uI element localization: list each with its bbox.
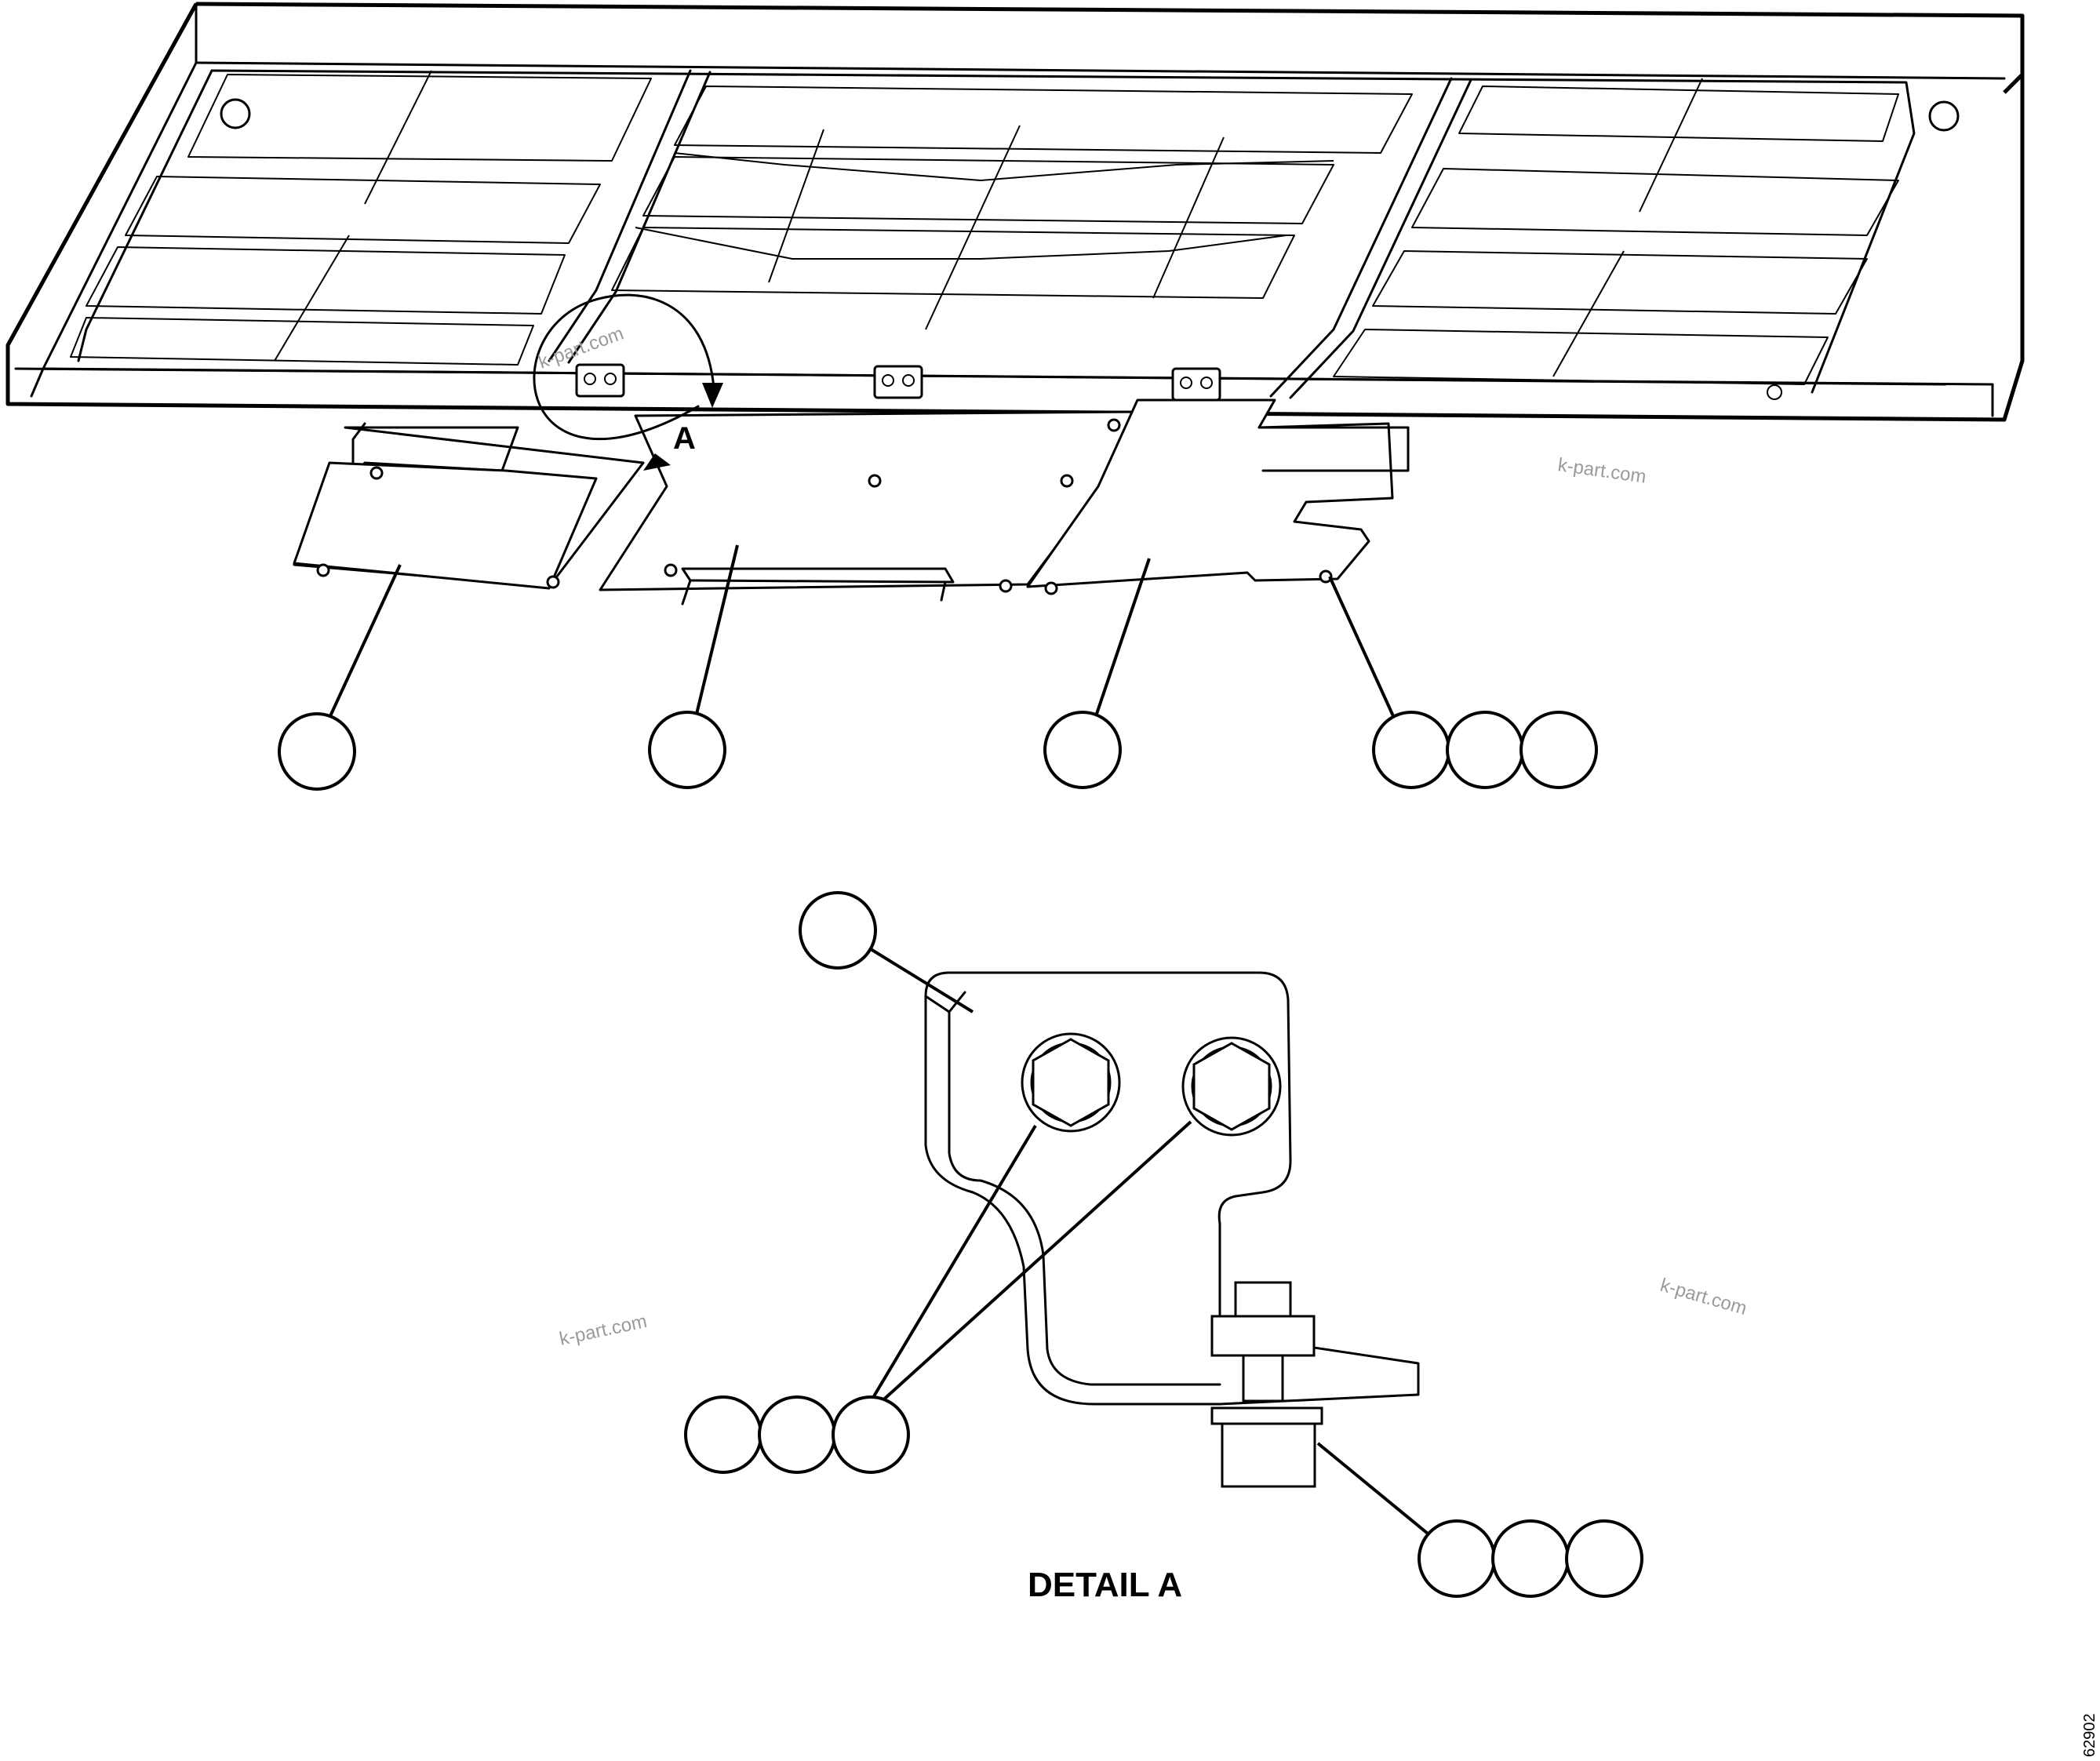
detail-a-indicator: A (533, 293, 723, 471)
undercarriage-frame (5, 2, 2025, 422)
callout-fastener-3 (1519, 711, 1598, 789)
callout-bolt-1 (684, 1395, 762, 1474)
panel-mount-brackets (575, 363, 1221, 402)
detail-a-bolts (1021, 1032, 1323, 1488)
mount-bracket (1171, 367, 1221, 402)
right-belly-panel (1026, 398, 1410, 595)
callout-right-panel (1043, 711, 1122, 789)
callout-lower-fastener-3 (1565, 1519, 1643, 1598)
mount-bracket (873, 365, 923, 399)
bracket-bolt-left (1021, 1032, 1121, 1133)
watermark: k-part.com (1658, 1275, 1749, 1319)
figure-number: 62902 (2081, 1713, 2098, 1757)
lower-fastener-stack (1210, 1281, 1323, 1488)
callout-fastener-1 (1372, 711, 1450, 789)
callout-leaders-detail (868, 948, 1429, 1535)
watermark: k-part.com (1556, 454, 1647, 488)
callout-lower-fastener-2 (1491, 1519, 1570, 1598)
mount-bracket (575, 363, 625, 398)
callout-left-panel (278, 712, 356, 791)
callout-lower-fastener-1 (1418, 1519, 1496, 1598)
callout-leaders-upper (328, 544, 1396, 719)
detail-title: DETAIL A (1028, 1566, 1182, 1604)
bracket-bolt-right (1181, 1036, 1282, 1137)
callout-bracket (799, 891, 877, 970)
callout-center-panel (648, 711, 726, 789)
watermark: k-part.com (558, 1311, 649, 1350)
callout-fastener-2 (1446, 711, 1524, 789)
detail-view-letter: A (673, 421, 696, 456)
callout-bolt-3 (832, 1395, 910, 1474)
left-belly-panel (293, 422, 645, 590)
callout-bolt-2 (758, 1395, 836, 1474)
